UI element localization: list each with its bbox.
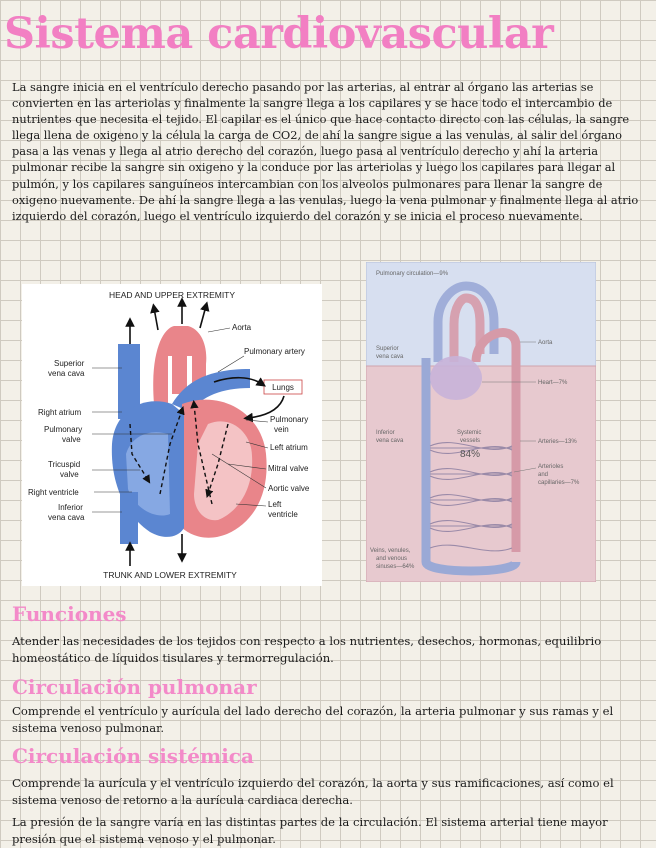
paragraph-circulacion-sistemica: Comprende la aurícula y el ventrículo iz… [12,776,614,807]
systemic-vessels-label: Systemic vessels [457,430,483,444]
label-pulmonary-vein: Pulmonary vein [270,415,310,434]
arteries-label: Arteries—13% [538,439,577,445]
vena-cava-loop [421,358,521,576]
trunk-lower-label: TRUNK AND LOWER EXTREMITY [103,570,237,580]
aorta-label: Aorta [538,340,553,346]
label-right-ventricle: Right ventricle [28,488,79,497]
lungs-box [263,379,303,395]
flow-arrow [159,406,185,495]
pulmonary-circulation-label: Pulmonary circulation—9% [376,271,449,277]
aorta-loop [471,328,521,552]
heart-shape [430,356,482,400]
lungs-label: Lungs [272,383,294,392]
paragraph-funciones: Atender las necesidades de los tejidos c… [12,634,602,665]
label-aortic-valve: Aortic valve [268,484,310,493]
inferior-vena-cava-label: Inferior vena cava [376,430,404,444]
leader-line [235,503,267,507]
leader-line [207,327,231,333]
intro-paragraph: La sangre inicia en el ventrículo derech… [12,80,639,223]
flow-arrow [199,301,210,329]
inferior-vena-cava-shape [120,492,138,544]
superior-vena-cava-label: Superior vena cava [376,346,404,360]
label-mitral-valve: Mitral valve [268,464,309,473]
leader-line [245,441,269,449]
leader-line [211,453,267,489]
leader-line [513,467,537,473]
systemic-percent: 84% [460,449,480,460]
label-left-ventricle: Left ventricle [268,500,298,519]
arterioles-capillaries-label: Arterioles and capillaries—7% [538,464,580,486]
leader-line [227,463,267,470]
paragraph-circulacion-pulmonar: Comprende el ventrículo y aurícula del l… [12,704,614,735]
head-upper-label: HEAD AND UPPER EXTREMITY [109,290,235,300]
label-right-atrium: Right atrium [38,408,81,417]
label-tricuspid-valve: Tricuspid valve [48,460,82,479]
heart-diagram: HEAD AND UPPER EXTREMITY TRUNK AND LOWER… [22,284,322,586]
closing-paragraph: La presión de la sangre varía en las dis… [12,815,608,846]
label-pulmonary-valve: Pulmonary valve [44,425,84,444]
heading-funciones: Funciones [12,602,127,626]
label-superior-vena-cava: Superior vena cava [48,359,86,378]
leader-line [245,419,269,423]
flow-arrow [243,395,285,423]
capillary-beds [429,441,513,552]
flow-arrow [150,303,160,331]
page-title: Sistema cardiovascular [4,9,554,59]
heading-circulacion-sistemica: Circulación sistémica [12,744,254,768]
label-aorta: Aorta [232,323,252,332]
veins-label: Veins, venules, and venous sinuses—64% [370,548,415,570]
leader-line [217,355,245,373]
pulmonary-loop-vein [433,281,499,362]
label-left-atrium: Left atrium [270,443,308,452]
pulmonary-loop-artery [449,293,485,362]
heading-circulacion-pulmonar: Circulación pulmonar [12,675,257,699]
label-pulmonary-artery: Pulmonary artery [244,347,305,356]
circulation-diagram: Pulmonary circulation—9% Aorta Superior … [365,261,597,583]
label-inferior-vena-cava: Inferior vena cava [48,503,85,522]
flow-arrow [213,376,266,387]
superior-vena-cava-shape [118,344,140,419]
heart-label: Heart—7% [538,380,568,386]
